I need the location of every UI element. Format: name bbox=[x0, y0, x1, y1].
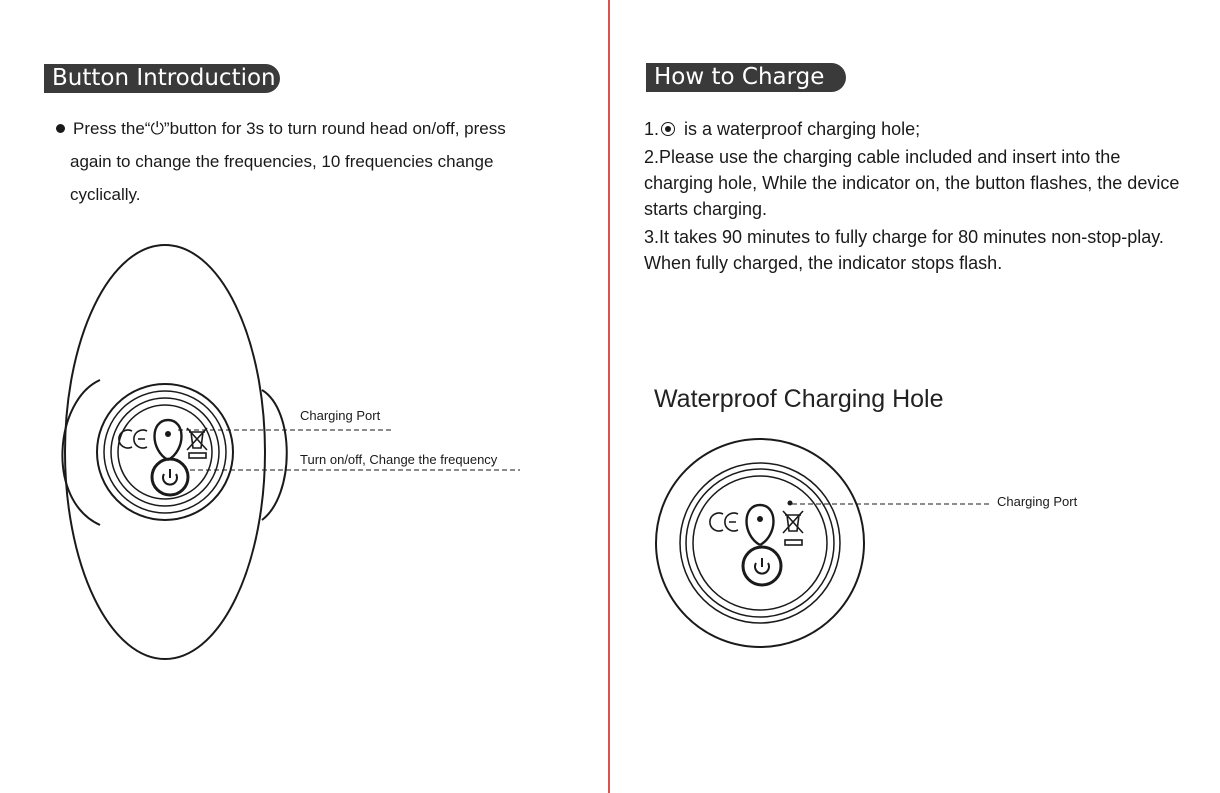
weee-bin-icon bbox=[782, 510, 804, 546]
button-introduction-header: Button Introduction bbox=[44, 64, 280, 93]
left-device-body bbox=[64, 244, 266, 660]
left-device-icons bbox=[118, 418, 208, 497]
power-icon bbox=[741, 545, 783, 587]
loop-indicator-icon bbox=[745, 503, 775, 547]
right-device-ring-outer bbox=[655, 438, 865, 648]
right-device-icons bbox=[709, 503, 804, 587]
button-instructions: Press the“⏻”button for 3s to turn round … bbox=[50, 112, 570, 211]
bullet-dot-icon bbox=[56, 124, 65, 134]
power-button-label: Turn on/off, Change the frequency bbox=[300, 452, 498, 467]
charging-port-label-left: Charging Port bbox=[300, 408, 381, 423]
step-1: 1. is a waterproof charging hole; bbox=[644, 119, 921, 139]
power-symbol-icon bbox=[754, 558, 770, 575]
ce-mark-icon bbox=[118, 429, 148, 449]
charging-port-dot bbox=[787, 500, 793, 506]
weee-bin-icon bbox=[186, 427, 208, 459]
charging-port-label-right: Charging Port bbox=[997, 494, 1078, 509]
bullet-line-3: cyclically. bbox=[70, 185, 141, 204]
power-symbol-icon bbox=[162, 469, 178, 486]
radio-dot-icon bbox=[661, 122, 676, 136]
left-device-ring-inner bbox=[117, 404, 213, 500]
step-2: 2.Please use the charging cable included… bbox=[644, 147, 1180, 219]
page-divider bbox=[608, 0, 610, 793]
loop-indicator-icon bbox=[153, 418, 183, 462]
left-device-ring-2 bbox=[103, 390, 227, 514]
how-to-charge-header: How to Charge bbox=[646, 63, 846, 92]
left-device-wing-left bbox=[61, 379, 101, 526]
right-device-ring-2 bbox=[679, 462, 841, 624]
left-device-ring-3 bbox=[110, 397, 220, 507]
bullet-line-2: again to change the frequencies, 10 freq… bbox=[70, 152, 494, 171]
left-device-wing-right bbox=[261, 389, 288, 521]
charging-steps: 1. is a waterproof charging hole; 2.Plea… bbox=[644, 116, 1194, 276]
ce-mark-icon bbox=[709, 512, 739, 532]
power-icon bbox=[150, 457, 190, 497]
waterproof-charging-hole-heading: Waterproof Charging Hole bbox=[654, 385, 944, 413]
bullet-line-1: Press the“⏻”button for 3s to turn round … bbox=[50, 112, 570, 145]
left-device-ring-outer bbox=[96, 383, 234, 521]
right-device-ring-inner bbox=[692, 475, 828, 611]
right-device-ring-3 bbox=[685, 468, 835, 618]
step-3: 3.It takes 90 minutes to fully charge fo… bbox=[644, 227, 1164, 273]
